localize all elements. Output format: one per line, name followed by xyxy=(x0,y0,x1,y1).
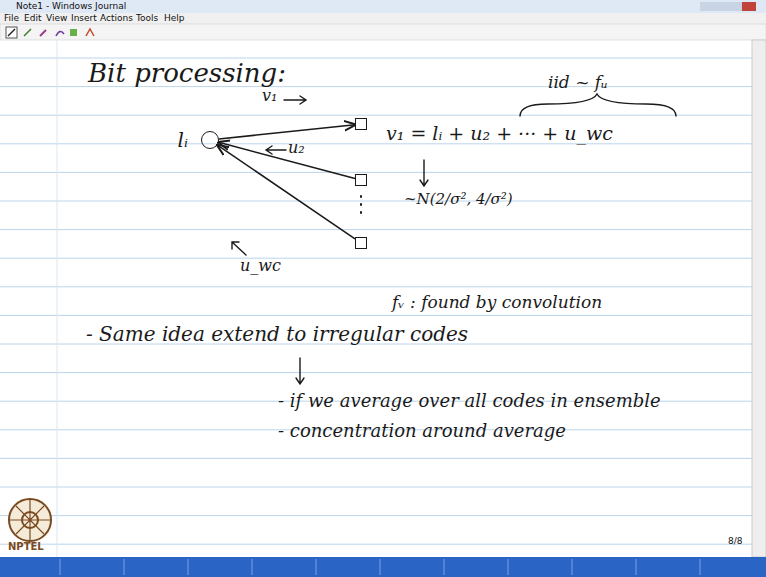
task-bar-cell xyxy=(380,559,381,575)
task-bar-cell xyxy=(636,559,637,575)
page-number: 8/8 xyxy=(728,536,742,546)
ruled-line xyxy=(0,487,752,488)
menu-item: Insert xyxy=(71,13,97,23)
ruled-line xyxy=(0,515,752,516)
menu-item: Tools xyxy=(136,13,158,23)
equation: v₁ = lᵢ + u₂ + ··· + u_wc xyxy=(386,122,613,144)
graph-edge xyxy=(217,145,355,239)
note-text: fᵥ : found by convolution xyxy=(392,292,602,312)
ruled-line xyxy=(0,229,752,230)
bullet-note: - concentration around average xyxy=(278,420,566,441)
check-node xyxy=(355,174,367,186)
ruled-line xyxy=(0,544,752,545)
node-label: lᵢ xyxy=(178,128,188,152)
bullet-note: - Same idea extend to irregular codes xyxy=(86,322,468,346)
message-arrow xyxy=(284,96,306,104)
message-label: u₂ xyxy=(288,138,305,157)
bullet-note: - if we average over all codes in ensemb… xyxy=(278,390,661,411)
message-arrow xyxy=(266,146,286,154)
variable-node: lᵢ xyxy=(201,131,219,149)
task-bar-cell xyxy=(252,559,253,575)
heading-note: Bit processing: xyxy=(88,58,286,88)
ruled-line xyxy=(0,258,752,259)
task-bar-cell xyxy=(60,559,61,575)
menu-item: View xyxy=(46,13,67,23)
check-node xyxy=(355,237,367,249)
logo-text: NPTEL xyxy=(8,541,44,552)
task-bar-cell xyxy=(444,559,445,575)
down-arrow xyxy=(420,160,428,186)
menu-item: Help xyxy=(164,13,185,23)
ruled-line xyxy=(0,286,752,287)
task-bar-cell xyxy=(316,559,317,575)
ruled-line xyxy=(0,315,752,316)
ruled-line xyxy=(0,458,752,459)
task-bar-cells xyxy=(60,559,700,575)
ruled-line xyxy=(0,172,752,173)
task-bar-cell xyxy=(124,559,125,575)
window-buttons xyxy=(700,2,756,11)
brace xyxy=(520,94,676,116)
nptel-logo xyxy=(9,499,51,541)
down-arrow xyxy=(296,358,304,384)
brace-note: iid ~ fᵤ xyxy=(548,72,608,92)
task-bar-cell xyxy=(188,559,189,575)
menu-bar xyxy=(0,13,766,24)
check-node xyxy=(355,118,367,130)
task-bar-cell xyxy=(700,559,701,575)
ruled-line xyxy=(0,115,752,116)
message-label: v₁ xyxy=(262,86,277,105)
ruled-line xyxy=(0,372,752,373)
task-bar-cell xyxy=(508,559,509,575)
menu-item: Actions xyxy=(100,13,133,23)
message-arrow xyxy=(232,242,246,255)
scroll-bar xyxy=(752,40,766,557)
task-bar-cell xyxy=(572,559,573,575)
task-bar xyxy=(0,557,766,577)
window-title: Note1 - Windows Journal xyxy=(16,1,126,11)
menu-item: Edit xyxy=(24,13,41,23)
ruled-line xyxy=(0,201,752,202)
close-button xyxy=(742,2,756,11)
ruled-lines xyxy=(0,58,752,544)
distribution-note: ~N(2/σ², 4/σ²) xyxy=(404,190,513,208)
ruled-line xyxy=(0,143,752,144)
toolbar-icons xyxy=(6,27,94,38)
menu-item: File xyxy=(4,13,19,23)
message-label: u_wc xyxy=(240,256,281,275)
tool-bar xyxy=(0,24,766,40)
graph-edge xyxy=(219,125,355,139)
margin-line xyxy=(57,40,58,557)
ellipsis-dots xyxy=(360,196,362,213)
title-bar xyxy=(0,0,766,13)
